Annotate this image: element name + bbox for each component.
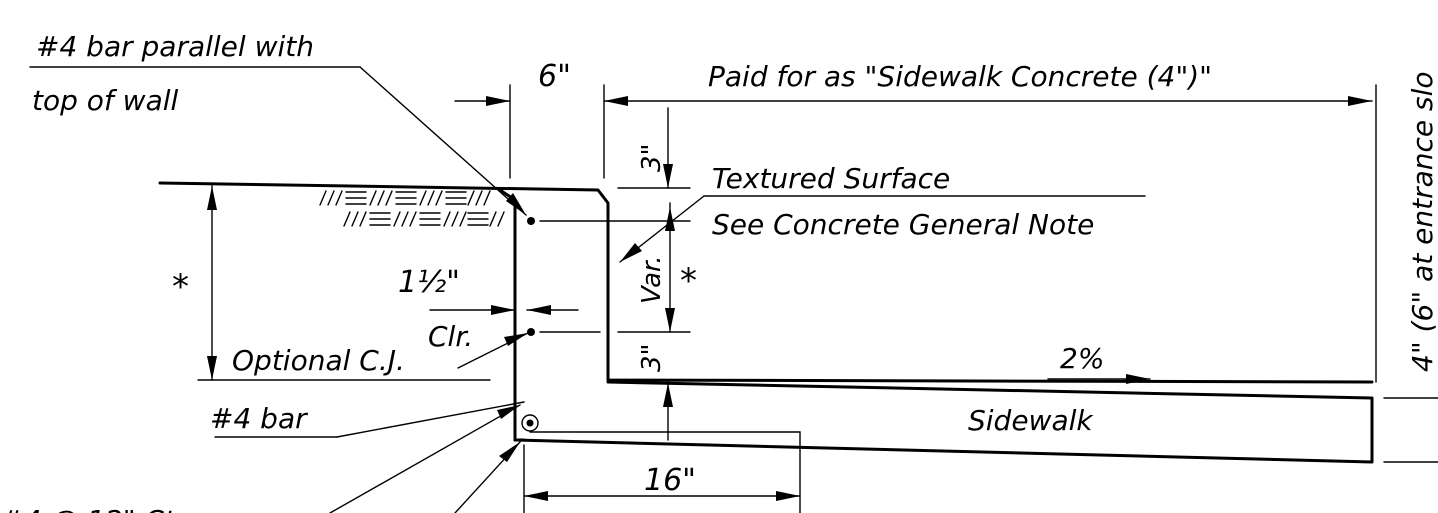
label-bottom-cut: #4 @ 12" Ct: [0, 504, 176, 513]
rebar-bottom-longitudinal: [521, 414, 539, 432]
rebar-top: [527, 217, 535, 225]
dim-vertical-right: [617, 107, 691, 441]
dim-wall-height-left: [197, 185, 491, 381]
leader-4-bar: [214, 401, 525, 438]
leader-optional-cj: [457, 332, 529, 369]
rebar-mid: [527, 328, 535, 336]
label-clr: Clr.: [428, 320, 473, 353]
label-dim-16in: 16": [644, 463, 696, 498]
label-bar-parallel-line2: top of wall: [32, 84, 179, 117]
dim-1-half-clr: [429, 305, 579, 315]
label-bar-parallel-line1: #4 bar parallel with: [36, 30, 314, 63]
leader-bottom-rebars: [329, 404, 521, 513]
label-dim-3in-top: 3": [637, 143, 667, 172]
label-slope: 2%: [1060, 342, 1104, 375]
label-dim-1-half: 1½": [398, 265, 460, 300]
label-sidewalk: Sidewalk: [968, 404, 1094, 437]
label-optional-cj: Optional C.J.: [232, 344, 405, 377]
ground-and-wall-top-line: [158, 181, 1374, 384]
slope-arrow: [1047, 374, 1151, 384]
label-asterisk-right: *: [680, 261, 697, 301]
soil-hatch: [319, 190, 505, 227]
label-4-bar: #4 bar: [210, 402, 308, 435]
label-side-note: 4" (6" at entrance slo: [1406, 71, 1438, 372]
dim-16in: [523, 431, 801, 513]
dim-6in: [454, 84, 1373, 179]
wall-inner-face: [498, 188, 517, 442]
label-see-note: See Concrete General Note: [712, 208, 1094, 241]
label-asterisk-left: *: [172, 267, 189, 307]
label-var: Var.: [637, 255, 667, 304]
wall-outer-face: [513, 380, 1374, 464]
leader-bar-parallel: [29, 66, 527, 216]
label-paid-for: Paid for as "Sidewalk Concrete (4")": [708, 60, 1212, 93]
label-textured-surface: Textured Surface: [712, 162, 950, 195]
leader-textured-surface: [619, 195, 1146, 263]
label-dim-3in-bottom: 3": [637, 343, 667, 372]
label-dim-6in: 6": [538, 59, 571, 94]
